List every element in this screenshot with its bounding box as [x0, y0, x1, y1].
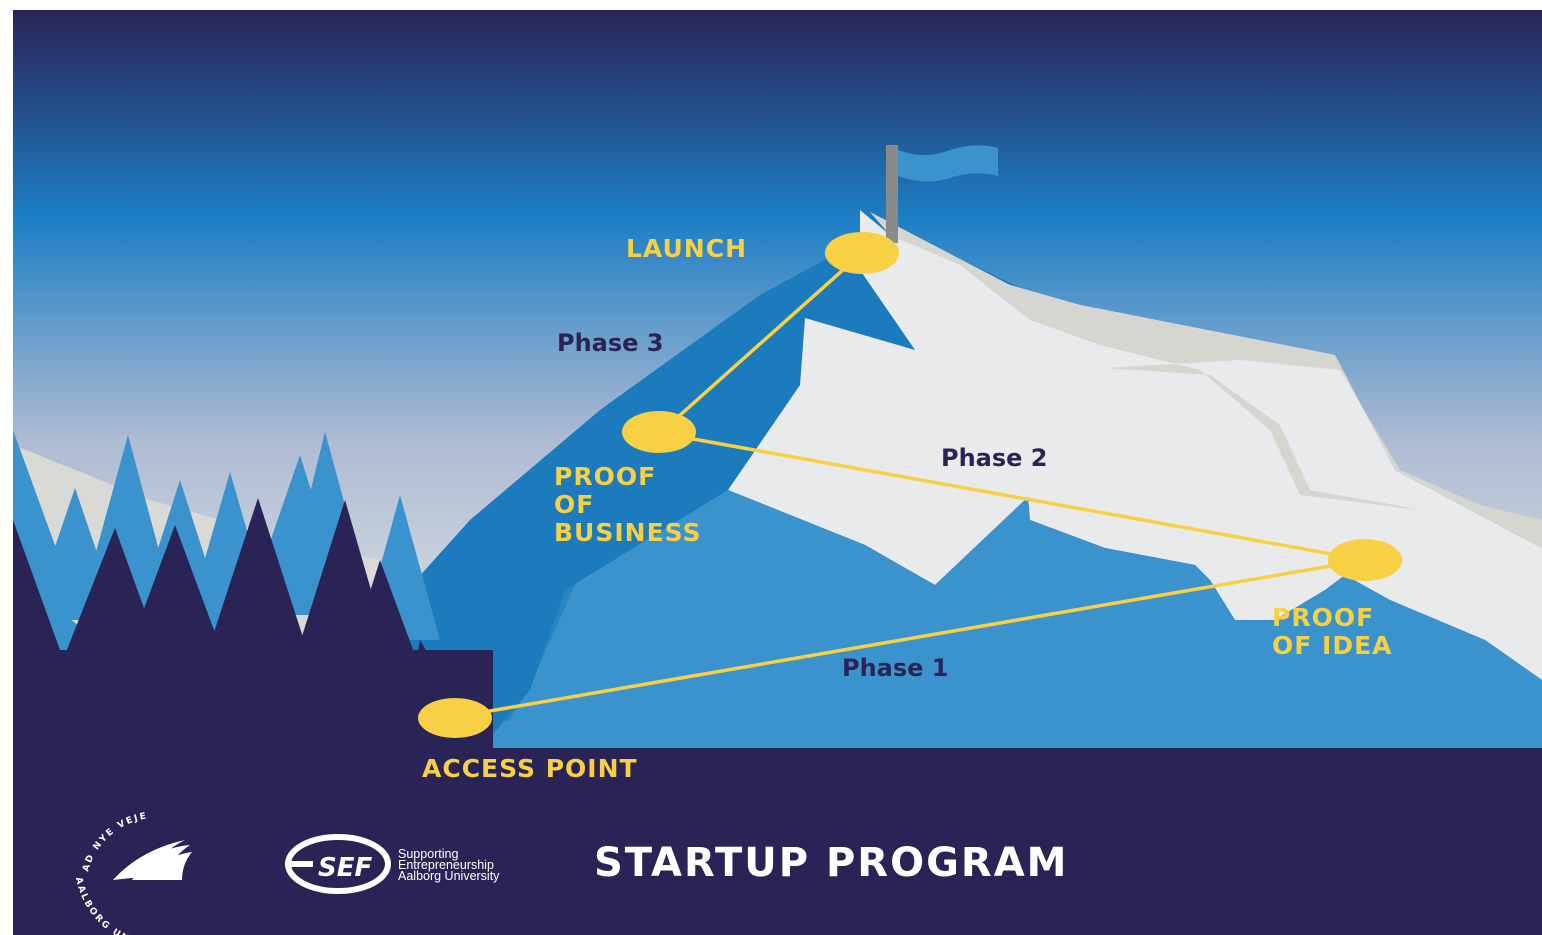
phase-2-label: Phase 2: [941, 444, 1048, 472]
ground-band: [13, 748, 1542, 935]
access-point-dot: [418, 698, 492, 738]
proof-of-business-dot: [622, 411, 696, 453]
launch-label: LAUNCH: [626, 234, 747, 263]
phase-3-label: Phase 3: [557, 329, 664, 357]
flag-icon: [886, 145, 998, 243]
sef-logo-icon: SEF: [285, 834, 391, 894]
sef-logo-letters: SEF: [318, 853, 372, 883]
program-title: STARTUP PROGRAM: [594, 840, 1068, 886]
launch-dot: [825, 232, 899, 274]
mountain-left-shade: [420, 295, 760, 730]
tree-line-front: [13, 498, 493, 750]
proof-of-idea-label: PROOF OF IDEA: [1272, 603, 1393, 660]
mountain-snow-shadow: [870, 212, 1542, 548]
route-lines: [454, 251, 1366, 719]
sef-tagline: Supporting Entrepreneurship Aalborg Univ…: [398, 847, 500, 883]
phase-1-label: Phase 1: [842, 654, 949, 682]
proof-of-business-label: PROOF OF BUSINESS: [554, 462, 702, 547]
proof-of-idea-dot: [1328, 539, 1402, 581]
access-point-label: ACCESS POINT: [422, 754, 638, 783]
